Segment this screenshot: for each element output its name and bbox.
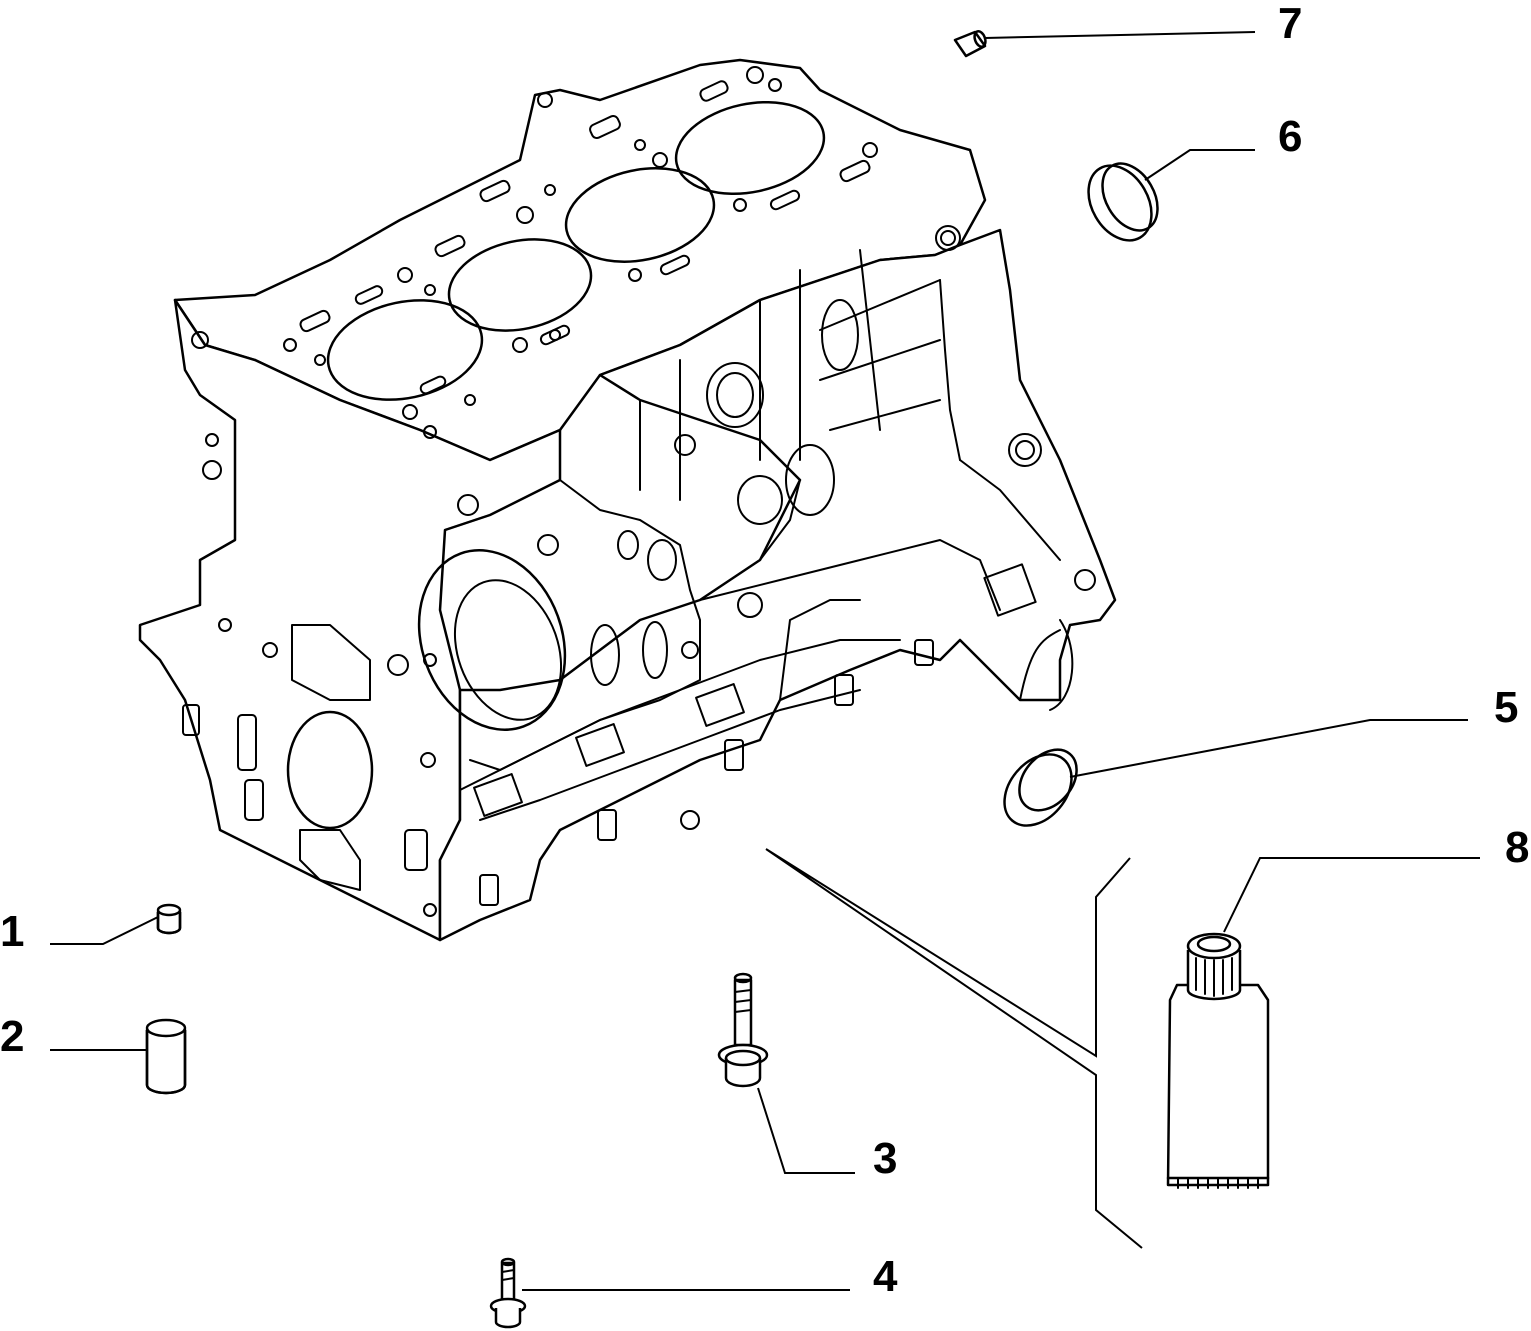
part-1-short-dowel bbox=[156, 903, 182, 935]
callout-5: 5 bbox=[1494, 683, 1519, 732]
callout-8: 8 bbox=[1505, 823, 1530, 872]
leader-7 bbox=[984, 31, 1256, 39]
leader-3 bbox=[757, 1087, 855, 1174]
leader-lines bbox=[50, 31, 1480, 1291]
part-3-flange-bolt bbox=[717, 972, 769, 1088]
group-bracket bbox=[765, 848, 1143, 1249]
callout-4: 4 bbox=[873, 1252, 898, 1301]
part-6-plug-cap bbox=[1087, 162, 1159, 242]
part-4-flange-bolt-small bbox=[489, 1257, 527, 1329]
callout-2: 2 bbox=[0, 1012, 25, 1061]
part-7-small-dowel bbox=[953, 30, 987, 58]
callout-1: 1 bbox=[0, 907, 25, 956]
engine-block bbox=[138, 58, 1117, 942]
leader-5 bbox=[1069, 719, 1468, 778]
part-5-seal-cap bbox=[1003, 748, 1078, 827]
leader-8 bbox=[1223, 857, 1480, 933]
part-8-sealant-tube bbox=[1166, 932, 1270, 1189]
leader-6 bbox=[1144, 149, 1255, 181]
callout-7: 7 bbox=[1278, 0, 1303, 48]
leader-1 bbox=[50, 916, 159, 945]
callout-6: 6 bbox=[1278, 112, 1303, 161]
part-2-sleeve bbox=[145, 1018, 187, 1095]
callout-3: 3 bbox=[873, 1134, 898, 1183]
